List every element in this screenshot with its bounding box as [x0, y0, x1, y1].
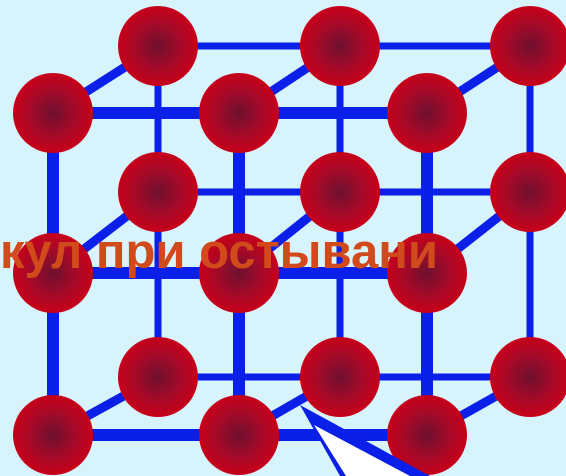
- front-atom: [387, 233, 467, 313]
- front-atom: [387, 395, 467, 475]
- back-atom: [300, 337, 380, 417]
- front-atom: [13, 233, 93, 313]
- pointer-body: [314, 425, 410, 476]
- back-atom: [490, 6, 566, 86]
- front-layer-atoms: [13, 73, 467, 475]
- front-atom: [13, 73, 93, 153]
- back-atom: [490, 152, 566, 232]
- back-atom: [118, 152, 198, 232]
- back-atom: [300, 6, 380, 86]
- back-atom: [490, 337, 566, 417]
- front-atom: [387, 73, 467, 153]
- back-atom: [118, 6, 198, 86]
- pointer-outline: [300, 405, 430, 476]
- front-atom: [13, 395, 93, 475]
- pointer-arrow-icon: [300, 405, 430, 476]
- front-atom: [199, 233, 279, 313]
- back-atom: [300, 152, 380, 232]
- back-atom: [118, 337, 198, 417]
- caption-text: кул при остывани: [0, 225, 438, 279]
- front-atom: [199, 73, 279, 153]
- front-atom: [199, 395, 279, 475]
- back-layer-atoms: [118, 6, 566, 417]
